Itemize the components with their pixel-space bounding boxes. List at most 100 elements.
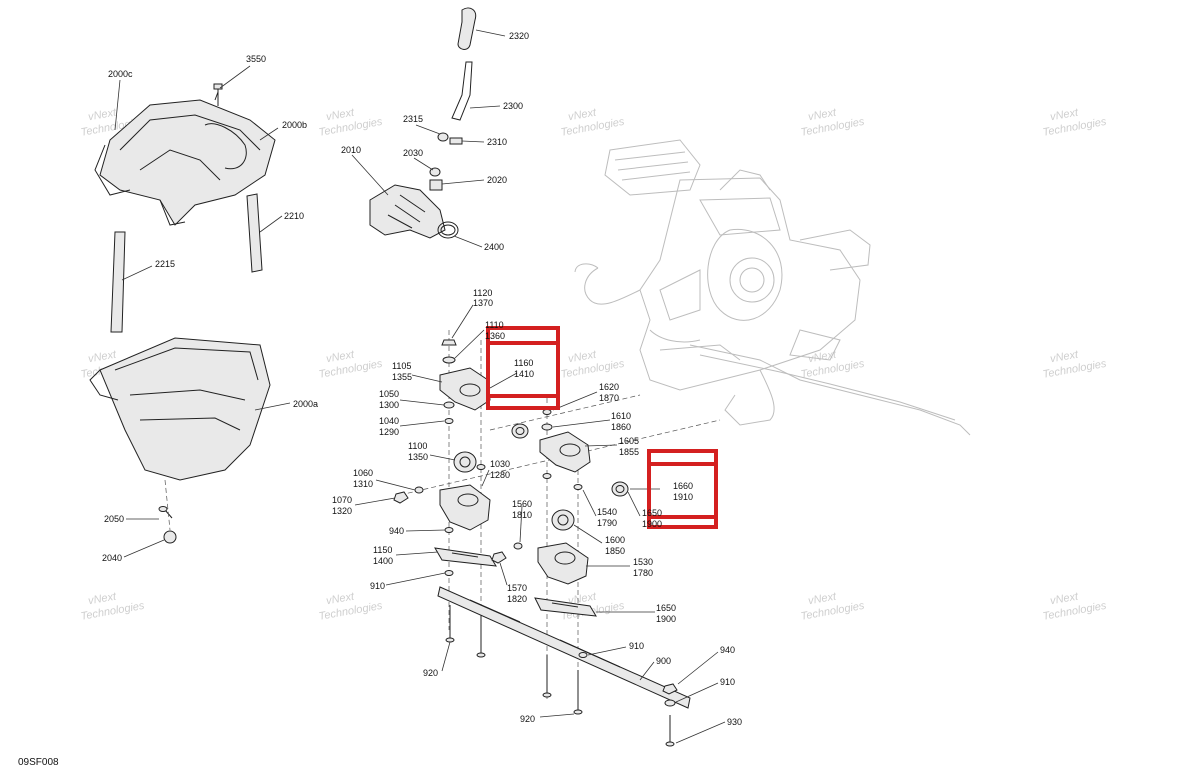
highlight-frame — [647, 449, 718, 529]
washer-1610 — [541, 423, 553, 431]
part-label: 1370 — [473, 298, 493, 308]
airbox-cover — [94, 91, 276, 226]
bolt-920c — [542, 655, 552, 698]
nut-1070 — [393, 491, 409, 504]
bolt-920d — [573, 670, 583, 715]
svg-text:vNext: vNext — [325, 348, 356, 365]
washer-1540 — [573, 484, 583, 490]
part-label: 1110 — [485, 320, 504, 330]
svg-text:vNext: vNext — [567, 348, 598, 365]
part-label: 1600 — [605, 535, 625, 545]
watermarks: vNext Technologies vNext Technologies vN… — [80, 106, 1108, 622]
washer-910c — [664, 699, 676, 707]
part-label: 1350 — [408, 452, 428, 462]
bolt-930 — [665, 715, 675, 747]
svg-text:vNext: vNext — [87, 106, 118, 123]
mount-bracket-1105 — [439, 367, 491, 411]
part-label: 1900 — [642, 519, 662, 529]
airbox-base — [89, 337, 271, 481]
part-label: 1850 — [605, 546, 625, 556]
part-label: 2315 — [403, 114, 423, 124]
part-label: 1310 — [353, 479, 373, 489]
part-label: 1360 — [485, 331, 505, 341]
part-label: 900 — [656, 656, 671, 666]
washer-1060 — [414, 486, 424, 494]
washer-910a — [444, 570, 454, 576]
svg-text:vNext: vNext — [807, 106, 838, 123]
svg-text:vNext: vNext — [1049, 590, 1080, 607]
part-label: 940 — [720, 645, 735, 655]
alignment-line — [489, 394, 641, 431]
mount-bracket-1530 — [537, 542, 589, 585]
part-label: 2050 — [104, 514, 124, 524]
part-label: 2030 — [403, 148, 423, 158]
part-label: 1605 — [619, 436, 639, 446]
part-label: 2400 — [484, 242, 504, 252]
bolt-920b — [476, 615, 486, 658]
bushing-1660 — [611, 481, 629, 497]
washer-1030 — [476, 464, 486, 470]
part-label: 1400 — [373, 556, 393, 566]
part-label: 1060 — [353, 468, 373, 478]
watermark: vNext Technologies — [318, 590, 384, 622]
bolt-2050 — [158, 506, 173, 519]
part-label: 1050 — [379, 389, 399, 399]
svg-text:vNext: vNext — [1049, 106, 1080, 123]
highlight-box-1160: 1160 1410 — [486, 326, 560, 410]
clamp-2400 — [437, 221, 459, 239]
bushing-1100 — [453, 451, 477, 473]
clamp-2315 — [437, 132, 449, 142]
part-label: 3550 — [246, 54, 266, 64]
washer-1040 — [444, 418, 454, 424]
plate-1150 — [434, 547, 497, 567]
washer-940b — [662, 683, 678, 695]
strap-2215 — [110, 231, 126, 333]
part-label: 1820 — [507, 594, 527, 604]
part-label: 2000b — [282, 120, 307, 130]
part-label: 1810 — [512, 510, 532, 520]
part-label: 1120 — [473, 288, 492, 298]
part-label: 1280 — [490, 470, 510, 480]
part-label: 1070 — [332, 495, 352, 505]
part-label: 910 — [720, 677, 735, 687]
watermark: vNext Technologies — [318, 348, 384, 380]
part-label: 1870 — [599, 393, 619, 403]
washer-940a — [444, 527, 454, 533]
part-label: 1355 — [392, 372, 412, 382]
part-label: 1650 — [656, 603, 676, 613]
part-label: 940 — [389, 526, 404, 536]
part-label: 930 — [727, 717, 742, 727]
mount-bracket-1030 — [439, 484, 491, 531]
part-label: 1560 — [512, 499, 532, 509]
part-label: 1320 — [332, 506, 352, 516]
part-label: 920 — [423, 668, 438, 678]
fitting-2020 — [429, 179, 443, 191]
part-labels: 2320 3550 2000c 2300 2315 2310 2000b 201… — [102, 31, 742, 727]
watermark: vNext Technologies — [800, 590, 866, 622]
intake-tube-2320 — [457, 7, 477, 50]
highlight-frame — [486, 326, 560, 410]
mount-bracket-1605 — [539, 431, 591, 473]
washer-1620 — [542, 409, 552, 415]
part-label: 1790 — [597, 518, 617, 528]
alignment-line — [164, 479, 171, 531]
part-label: 1530 — [633, 557, 653, 567]
part-label: 1540 — [597, 507, 617, 517]
part-label: 1900 — [656, 614, 676, 624]
watermark: vNext Technologies — [800, 348, 866, 380]
part-label: 1910 — [673, 492, 693, 502]
part-label: 1150 — [373, 545, 392, 555]
part-label: 2310 — [487, 137, 507, 147]
washer-1050 — [443, 401, 455, 409]
nut-1570 — [491, 551, 507, 564]
part-label: 1620 — [599, 382, 619, 392]
watermark: vNext Technologies — [560, 106, 626, 138]
part-label: 2040 — [102, 553, 122, 563]
part-label: 2000c — [108, 69, 133, 79]
engine-outline — [574, 139, 971, 436]
part-label: 2000a — [293, 399, 318, 409]
svg-text:vNext: vNext — [567, 106, 598, 123]
part-label: 1160 — [514, 358, 533, 368]
watermark: vNext Technologies — [1042, 590, 1108, 622]
